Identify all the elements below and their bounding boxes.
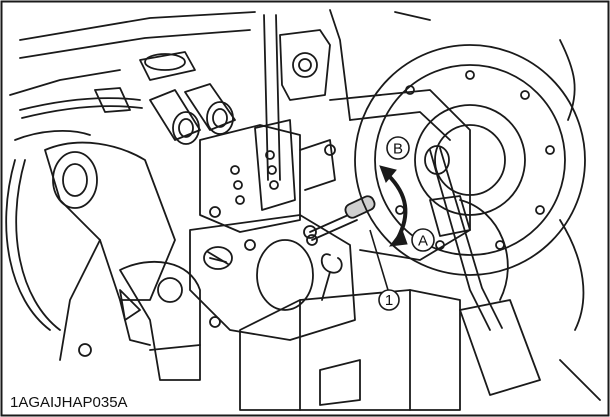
hydraulic-couplers [149, 83, 236, 145]
wheel-hub [354, 44, 586, 276]
bolts [78, 144, 336, 357]
fender-edge [559, 39, 601, 401]
callout-b-label: B [393, 141, 403, 158]
filler-plug [203, 246, 233, 270]
cable-loop [5, 159, 61, 331]
callout-a: A [411, 228, 435, 252]
callout-a-label: A [418, 233, 428, 250]
wiring-harness [14, 87, 143, 141]
callout-1: 1 [369, 229, 400, 311]
right-lift-rod [424, 145, 541, 396]
lower-link [119, 260, 201, 381]
top-cap-block [139, 51, 196, 81]
direction-arrow [379, 165, 408, 247]
support-box [239, 289, 461, 411]
figure-reference-code: 1AGAIJHAP035A [10, 394, 128, 411]
valve-body [199, 119, 336, 233]
rear-housing [9, 9, 431, 121]
linch-pin [320, 253, 343, 301]
center-housing [189, 214, 356, 341]
callout-1-label: 1 [385, 292, 393, 309]
position-control-lever [303, 195, 376, 241]
upper-bracket [279, 29, 331, 101]
callout-b: B [386, 136, 410, 160]
